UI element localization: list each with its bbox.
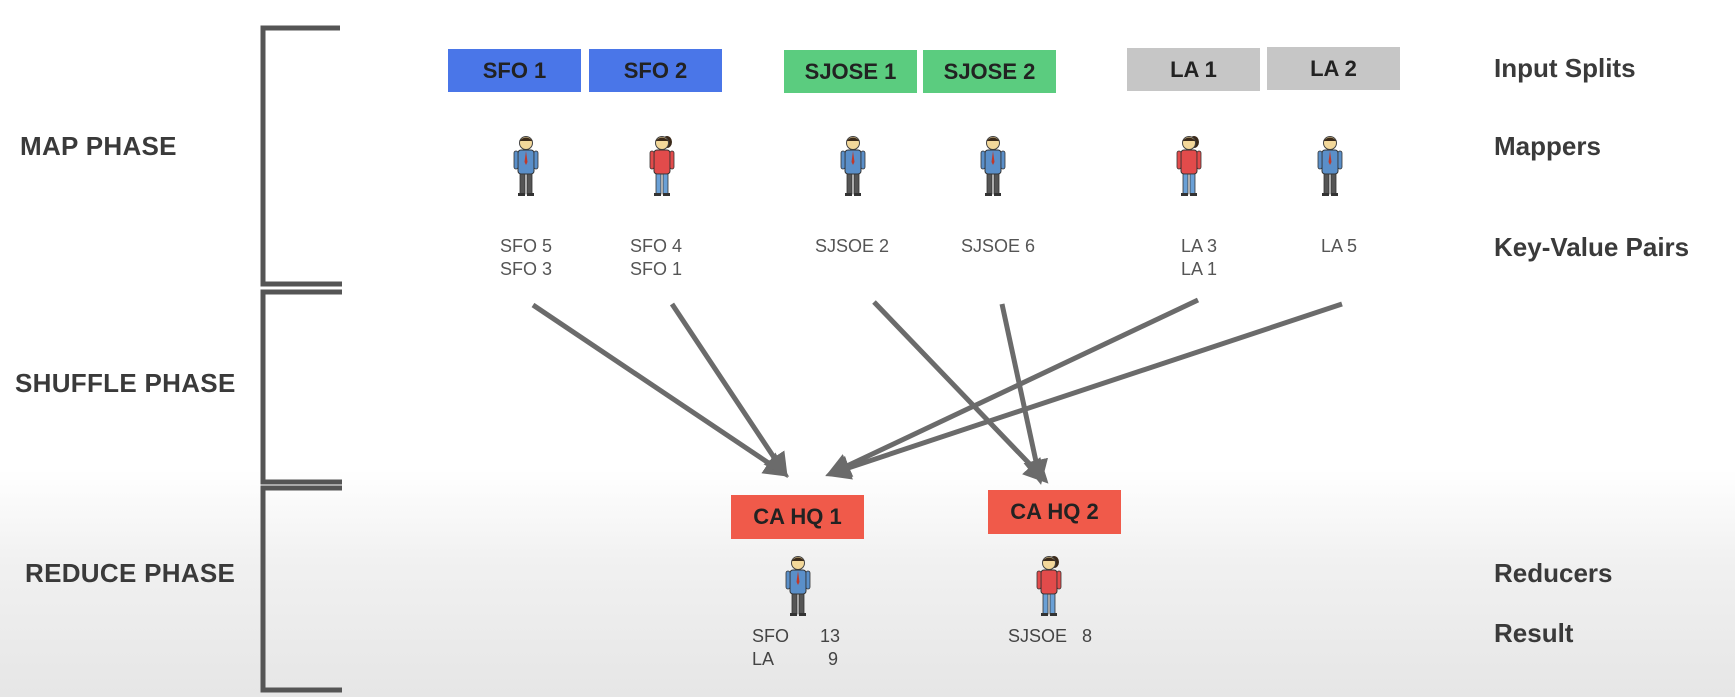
input-split-sfo-2: SFO 2: [589, 49, 722, 92]
reducer-ca-hq-1: CA HQ 1: [731, 495, 864, 539]
kv-item: SFO 3: [499, 259, 552, 279]
kv-item: SJSOE 2: [814, 236, 890, 256]
result-key: SFO: [752, 626, 790, 646]
mappers-label: Mappers: [1494, 131, 1601, 161]
reducer-person-icon: [781, 554, 815, 618]
key-value-pairs-la-2: LA 5: [1299, 235, 1379, 258]
reduce-phase-label: REDUCE PHASE: [25, 558, 236, 588]
mapper-person-icon: [976, 134, 1010, 198]
input-split-la-2: LA 2: [1267, 47, 1400, 90]
mapper-person-icon: [1313, 134, 1347, 198]
kv-item: LA 5: [1320, 236, 1358, 256]
arrow-la2-to-cahq1: [825, 301, 1343, 480]
result-key: LA: [752, 649, 775, 669]
shuffle-phase-bracket: [260, 289, 342, 485]
arrow-la1-to-cahq1: [825, 297, 1200, 477]
input-split-sjose-1: SJOSE 1: [784, 50, 917, 93]
result-label: Result: [1494, 618, 1574, 648]
reducer-ca-hq-2: CA HQ 2: [988, 490, 1121, 534]
kv-item: LA 1: [1180, 259, 1218, 279]
key-value-pairs-label: Key-Value Pairs: [1494, 232, 1690, 262]
mapper-person-icon: [1172, 134, 1206, 198]
key-value-pairs-sfo-1: SFO 5 SFO 3: [486, 235, 566, 281]
result-value: 9: [828, 649, 839, 669]
mapper-person-icon: [836, 134, 870, 198]
kv-item: SFO 4: [629, 236, 682, 256]
result-row: SJSOE 8: [1008, 625, 1092, 648]
kv-item: SFO 5: [499, 236, 552, 256]
mapper-person-icon: [509, 134, 543, 198]
reducer-person-icon: [1032, 554, 1066, 618]
shuffle-phase-label: SHUFFLE PHASE: [15, 368, 236, 398]
result-ca-hq-2: SJSOE 8: [1008, 625, 1092, 648]
key-value-pairs-sjose-2: SJSOE 6: [948, 235, 1048, 258]
shuffle-arrows: [531, 297, 1343, 485]
input-splits-label: Input Splits: [1494, 53, 1636, 83]
kv-item: LA 3: [1180, 236, 1218, 256]
result-row: SFO 13: [752, 625, 840, 648]
key-value-pairs-sfo-2: SFO 4 SFO 1: [616, 235, 696, 281]
result-value: 13: [820, 626, 841, 646]
reducers-label: Reducers: [1494, 558, 1613, 588]
input-split-la-1: LA 1: [1127, 48, 1260, 91]
result-row: LA 9: [752, 648, 840, 671]
result-ca-hq-1: SFO 13 LA 9: [752, 625, 840, 671]
input-split-sjose-2: SJOSE 2: [923, 50, 1056, 93]
key-value-pairs-la-1: LA 3 LA 1: [1159, 235, 1239, 281]
reduce-phase-bracket: [260, 485, 342, 693]
arrow-sfo1-to-cahq1: [531, 302, 790, 477]
result-key: SJSOE: [1008, 626, 1068, 646]
mapper-person-icon: [645, 134, 679, 198]
phase-brackets: [260, 25, 342, 693]
map-phase-bracket: [260, 25, 342, 287]
map-phase-label: MAP PHASE: [20, 131, 177, 161]
arrow-sjose2-to-cahq2: [999, 303, 1048, 485]
input-split-sfo-1: SFO 1: [448, 49, 581, 92]
arrow-sfo2-to-cahq1: [669, 302, 788, 479]
kv-item: SFO 1: [629, 259, 682, 279]
kv-item: SJSOE 6: [960, 236, 1036, 256]
arrow-sjose1-to-cahq2: [872, 300, 1049, 484]
key-value-pairs-sjose-1: SJSOE 2: [802, 235, 902, 258]
result-value: 8: [1082, 626, 1093, 646]
